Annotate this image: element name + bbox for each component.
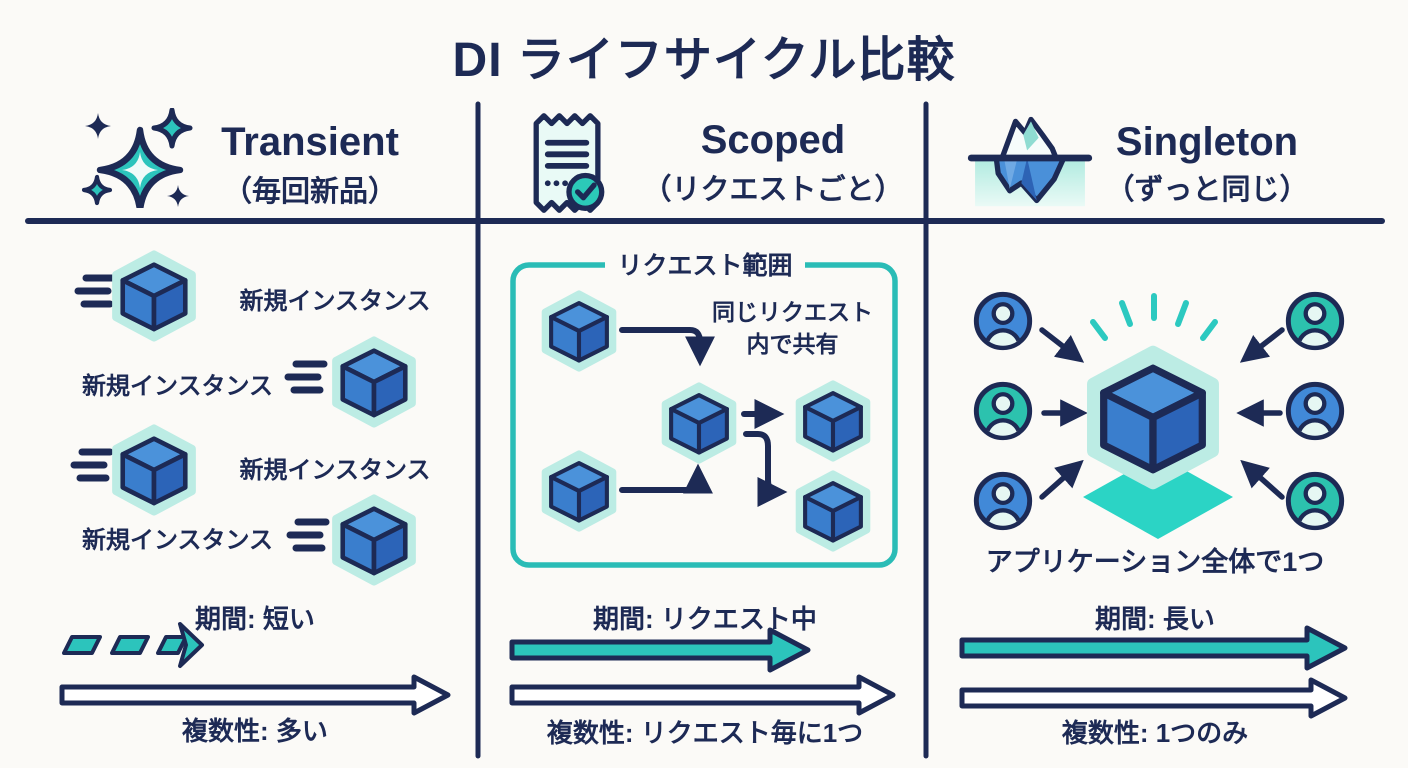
consumer-arrows: [1039, 327, 1285, 500]
dependency-arrows: [619, 327, 788, 507]
cube-icon: [799, 384, 866, 458]
scoped-duration-label: 期間: リクエスト中: [593, 604, 817, 634]
singleton-duration-label: 期間: 長い: [1095, 604, 1215, 634]
transient-duration-arrow: [62, 622, 204, 668]
user-icon: [1288, 474, 1341, 543]
singleton-multiplicity-label: 複数性: 1つのみ: [1061, 718, 1249, 748]
transient-subtitle: （毎回新品）: [222, 176, 397, 208]
singleton-cube-icon: [1094, 352, 1213, 483]
cube-icon: [799, 474, 866, 548]
transient-heading: Transient: [221, 120, 399, 164]
instance-label: 新規インスタンス: [239, 288, 431, 315]
scoped-multiplicity-arrow: [509, 674, 896, 716]
instance-label: 新規インスタンス: [239, 457, 431, 484]
transient-multiplicity-label: 複数性: 多い: [182, 716, 328, 746]
singleton-diagram: [976, 293, 1341, 543]
scoped-duration-arrow: [509, 627, 811, 673]
cube-icon: [665, 386, 732, 460]
speed-lines-icon: [74, 452, 110, 478]
cube-icon: [336, 341, 411, 424]
iceberg-icon: [967, 116, 1093, 207]
singleton-duration-arrow: [959, 625, 1348, 671]
speed-lines-icon: [290, 522, 326, 548]
singleton-heading: Singleton: [1115, 120, 1299, 164]
singleton-note: アプリケーション全体で1つ: [985, 547, 1325, 577]
shadow-diamond: [1083, 455, 1233, 539]
instance-label: 新規インスタンス: [81, 373, 274, 400]
shine-rays: [1090, 293, 1218, 341]
share-note: 同じリクエスト 内で共有: [712, 299, 873, 357]
duration-multiplicity-arrows: [59, 622, 1348, 719]
page-title: DI ライフサイクル比較: [452, 34, 956, 87]
user-icon: [976, 474, 1029, 543]
cube-icon: [116, 255, 191, 338]
transient-duration-label: 期間: 短い: [195, 604, 315, 634]
receipt-check-icon: [533, 113, 605, 213]
request-scope-label: リクエスト範囲: [590, 250, 820, 282]
cube-icon: [545, 454, 612, 528]
cube-icon: [116, 429, 191, 512]
user-icon: [976, 384, 1029, 453]
singleton-multiplicity-arrow: [959, 677, 1348, 719]
singleton-subtitle: （ずっと同じ）: [1105, 174, 1309, 206]
scoped-multiplicity-label: 複数性: リクエスト毎に1つ: [546, 718, 864, 748]
grid-lines: [25, 101, 1385, 759]
scoped-subtitle: （リクエストごと）: [642, 174, 904, 206]
instance-label: 新規インスタンス: [81, 527, 274, 554]
transient-multiplicity-arrow: [59, 674, 451, 716]
cube-icon: [545, 294, 612, 368]
scoped-heading: Scoped: [700, 118, 846, 162]
user-icon: [976, 294, 1029, 363]
speed-lines-icon: [78, 278, 114, 304]
user-icon: [1288, 294, 1341, 363]
speed-lines-icon: [288, 364, 324, 390]
cube-icon: [336, 499, 411, 582]
sparkles-icon: [81, 108, 193, 208]
user-icon: [1288, 384, 1341, 453]
